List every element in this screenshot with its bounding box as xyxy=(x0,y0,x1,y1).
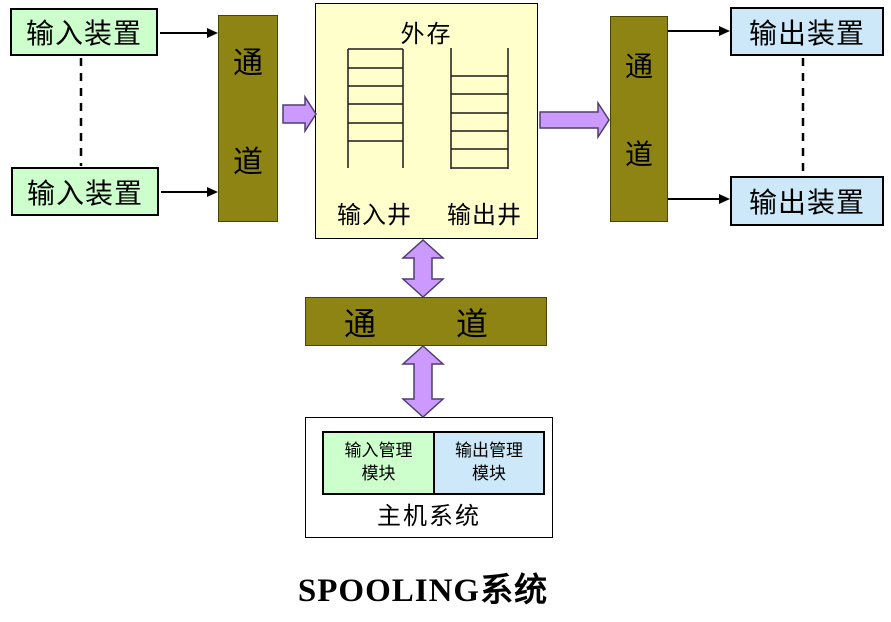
diagram-title: SPOOLING系统 xyxy=(297,573,549,609)
input-module-line2: 模块 xyxy=(361,464,396,483)
double-arrow-channel-host-icon xyxy=(401,344,445,419)
channel-left-char-bottom: 道 xyxy=(233,146,263,179)
arrow-input1-to-channel-icon xyxy=(160,28,218,38)
channel-horizontal-char-left: 通 xyxy=(344,305,377,342)
output-module-line2: 模块 xyxy=(472,464,506,483)
arrow-channel-to-output2-icon xyxy=(668,194,730,204)
input-device-1: 输入装置 xyxy=(10,8,158,56)
channel-right-char-top: 通 xyxy=(624,52,653,83)
host-system: 输入管理 模块 输出管理 模块 主机系统 xyxy=(305,417,553,538)
output-well-label: 输出井 xyxy=(447,203,522,229)
output-device-2: 输出装置 xyxy=(730,176,884,226)
input-well-label: 输入井 xyxy=(337,203,412,229)
output-well-stack-icon xyxy=(450,48,509,169)
channel-horizontal-char-right: 道 xyxy=(455,305,488,342)
block-arrow-channel-to-spool-icon xyxy=(282,94,317,134)
channel-left: 通 道 xyxy=(218,15,278,222)
spool-external-storage: 外存 输入井 输出井 xyxy=(315,3,538,239)
output-management-module: 输出管理 模块 xyxy=(433,431,545,495)
input-device-1-label: 输入装置 xyxy=(25,19,142,50)
output-device-2-label: 输出装置 xyxy=(748,188,865,219)
output-device-1-label: 输出装置 xyxy=(748,18,865,50)
double-arrow-spool-channel-icon xyxy=(401,238,445,299)
well-stacks-graphic xyxy=(347,48,509,169)
arrow-input2-to-channel-icon xyxy=(161,187,218,197)
host-system-label: 主机系统 xyxy=(377,504,481,530)
arrow-channel-to-output1-icon xyxy=(668,26,730,36)
spool-title: 外存 xyxy=(400,22,453,48)
channel-left-char-top: 通 xyxy=(233,47,263,80)
input-device-2: 输入装置 xyxy=(11,167,159,216)
input-management-module-label: 输入管理 模块 xyxy=(345,440,413,486)
channel-horizontal: 通 道 xyxy=(305,297,547,346)
input-well-stack-icon xyxy=(347,48,404,168)
input-module-line1: 输入管理 xyxy=(344,441,413,461)
output-management-module-label: 输出管理 模块 xyxy=(455,440,523,486)
channel-right-char-bottom: 道 xyxy=(624,140,653,171)
output-module-line1: 输出管理 xyxy=(455,441,523,461)
input-management-module: 输入管理 模块 xyxy=(322,431,435,495)
input-device-2-label: 输入装置 xyxy=(26,178,143,210)
output-device-1: 输出装置 xyxy=(730,7,884,56)
block-arrow-spool-to-channel-icon xyxy=(539,100,610,140)
channel-right: 通 道 xyxy=(610,16,668,222)
